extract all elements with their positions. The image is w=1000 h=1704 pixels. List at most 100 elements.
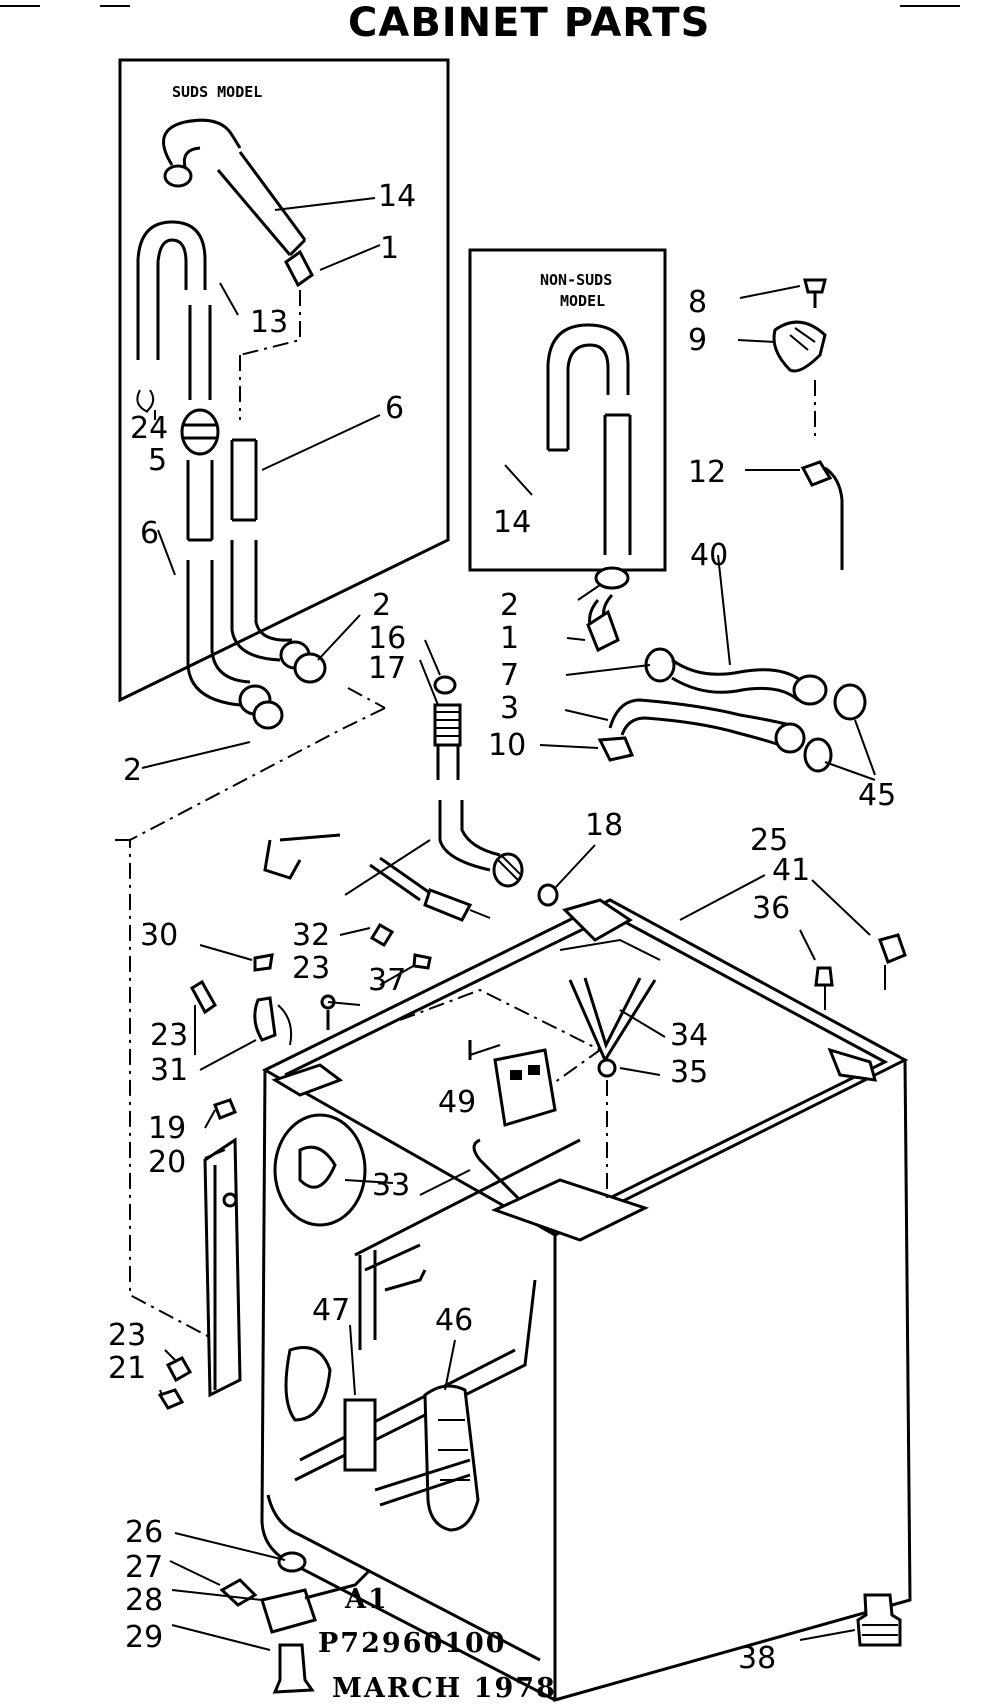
fitting-1 (284, 249, 314, 288)
side-panel-20 (203, 1137, 242, 1398)
bracket-9 (772, 320, 827, 373)
cabinet-right-face (553, 1059, 912, 1702)
label-20: 20 (148, 1145, 186, 1180)
label-8: 8 (688, 285, 707, 320)
label-40: 40 (690, 538, 728, 573)
bracket-assembly (772, 278, 844, 570)
label-36: 36 (752, 891, 790, 926)
label-23-mid: 23 (150, 1018, 188, 1053)
label-45: 45 (858, 778, 896, 813)
label-27: 27 (125, 1550, 163, 1585)
rear-corner-bracket (562, 898, 633, 942)
non-suds-model-panel: NON-SUDS MODEL (468, 248, 667, 572)
cabinet (203, 898, 912, 1702)
hose-14-nonsuds (546, 323, 630, 450)
label-37: 37 (368, 963, 406, 998)
diagram-title: CABINET PARTS (348, 0, 710, 46)
hose-40 (671, 658, 801, 702)
label-34: 34 (670, 1018, 708, 1053)
label-12: 12 (688, 455, 726, 490)
washer-45b (803, 737, 833, 773)
leg-29 (272, 1643, 315, 1694)
clip-18 (537, 883, 559, 907)
fastener-35 (597, 1058, 617, 1078)
screw-19 (213, 1098, 237, 1120)
screw-21 (157, 1388, 185, 1410)
part-labels: 14 1 13 6 24 5 6 2 2 16 17 14 8 9 12 40 … (108, 179, 896, 1676)
label-7: 7 (500, 658, 519, 693)
label-6-left: 6 (140, 516, 159, 551)
leader-lines (141, 197, 876, 1651)
label-9: 9 (688, 323, 707, 358)
motor-46 (423, 1384, 480, 1532)
label-23-upper: 23 (292, 951, 330, 986)
label-5: 5 (148, 443, 167, 478)
screw-23a (369, 922, 395, 948)
clamp-2-lower (252, 700, 284, 730)
foot-28 (260, 1588, 317, 1634)
support-34 (568, 979, 657, 1064)
label-46: 46 (435, 1303, 473, 1338)
footer-a1: A1 (344, 1584, 389, 1615)
clip-12 (800, 460, 833, 487)
screw-23c (165, 1356, 193, 1383)
label-1-suds: 1 (380, 231, 399, 266)
leveling-leg-38 (856, 1593, 902, 1647)
non-suds-label-line1: NON-SUDS (540, 271, 612, 289)
suds-model-label: SUDS MODEL (172, 83, 262, 101)
label-41: 41 (772, 853, 810, 888)
small-parts (157, 833, 907, 1410)
hose-6-right (230, 438, 258, 522)
label-49: 49 (438, 1085, 476, 1120)
fitting-10 (597, 736, 635, 762)
bracket-47 (343, 1398, 377, 1472)
clamp-24 (136, 389, 155, 413)
plug-41 (878, 933, 907, 964)
hose-13 (136, 220, 207, 360)
label-38: 38 (738, 1641, 776, 1676)
rod-32 (263, 833, 431, 902)
hose-3 (608, 698, 791, 747)
label-2-mid: 2 (372, 588, 391, 623)
label-23-lower: 23 (108, 1318, 146, 1353)
label-18: 18 (585, 808, 623, 843)
screw-37 (412, 953, 432, 970)
washer-26 (277, 1551, 307, 1573)
hose-14-suds (162, 118, 242, 166)
screw-23b (189, 979, 217, 1015)
label-2-nonsuds: 2 (500, 588, 519, 623)
label-10: 10 (488, 728, 526, 763)
clamp-2-upper (293, 652, 327, 684)
label-35: 35 (670, 1055, 708, 1090)
washer-45a (833, 683, 867, 721)
label-33: 33 (372, 1168, 410, 1203)
inlet-hose-assembly (586, 566, 867, 773)
clamp-7 (644, 647, 676, 683)
non-suds-label-line2: MODEL (560, 292, 605, 310)
spring-27 (219, 1578, 258, 1607)
label-1-nonsuds: 1 (500, 621, 519, 656)
label-25: 25 (750, 823, 788, 858)
label-31: 31 (150, 1053, 188, 1088)
label-28: 28 (125, 1583, 163, 1618)
label-14-nonsuds: 14 (493, 505, 531, 540)
label-47: 47 (312, 1293, 350, 1328)
label-26: 26 (125, 1515, 163, 1550)
screw-36 (814, 966, 834, 987)
connector-5 (180, 408, 220, 456)
label-13: 13 (250, 305, 288, 340)
clip-30 (253, 953, 274, 972)
label-30: 30 (140, 918, 178, 953)
clip-16 (433, 675, 457, 695)
label-29: 29 (125, 1620, 163, 1655)
clip-31 (253, 996, 277, 1042)
timer-33 (273, 1113, 367, 1227)
label-21: 21 (108, 1351, 146, 1386)
label-3: 3 (500, 691, 519, 726)
screw-8 (803, 278, 827, 294)
footer-date: MARCH 1978 (332, 1673, 557, 1704)
label-14-suds: 14 (378, 179, 416, 214)
hose-6-left (186, 560, 251, 707)
control-bracket-outline (399, 988, 602, 1101)
